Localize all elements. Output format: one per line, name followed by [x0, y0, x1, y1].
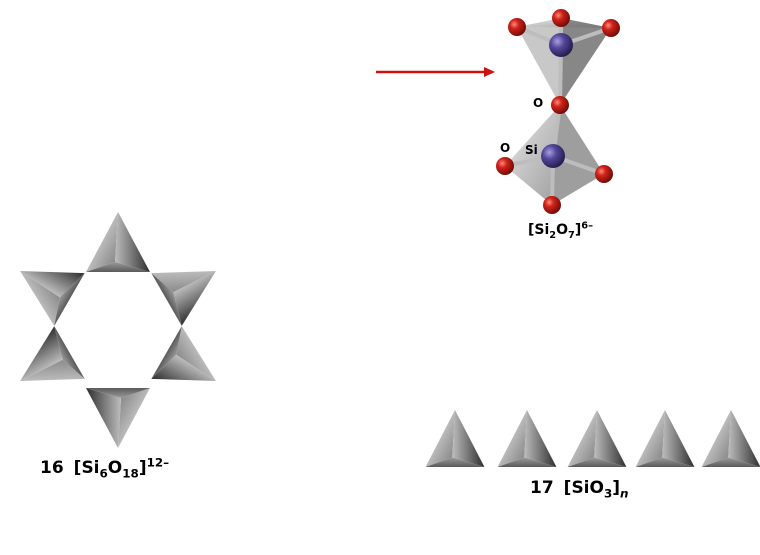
oxygen-atom [595, 165, 613, 183]
oxygen-atom [543, 196, 561, 214]
tetrahedron [4, 326, 85, 408]
disilicate-dimer-model [496, 9, 620, 214]
oxygen-atom [508, 18, 526, 36]
silicon-label: Si [525, 143, 538, 157]
oxygen-atom [602, 19, 620, 37]
chain-caption: 17[SiO3]n [530, 478, 629, 501]
tetrahedron [425, 410, 485, 467]
oxygen-atom [552, 9, 570, 27]
terminal-oxygen-label: O [500, 141, 511, 155]
ring-caption: 16[Si6O18]12– [40, 455, 170, 481]
ring-number: 16 [40, 458, 64, 478]
tetrahedron [497, 410, 557, 467]
tetrahedron [635, 410, 695, 467]
tetrahedron [567, 410, 627, 467]
tetrahedron [151, 244, 232, 326]
tetrahedron [701, 410, 760, 467]
tetrahedron [86, 212, 150, 272]
chain-number: 17 [530, 478, 554, 498]
cyclic-silicate-ring [4, 212, 232, 448]
dimer-formula: [Si2O7]6– [528, 220, 593, 241]
oxygen-atom-bridging [551, 96, 569, 114]
tetrahedron [151, 326, 232, 408]
tetrahedron [4, 244, 85, 326]
oxygen-atom [496, 157, 514, 175]
chain-silicate [425, 410, 760, 467]
silicon-atom-upper [549, 33, 573, 57]
pointer-arrow [376, 67, 495, 77]
bridging-oxygen-label: O [533, 96, 544, 110]
silicon-atom-lower [541, 144, 565, 168]
tetrahedron [86, 388, 150, 448]
